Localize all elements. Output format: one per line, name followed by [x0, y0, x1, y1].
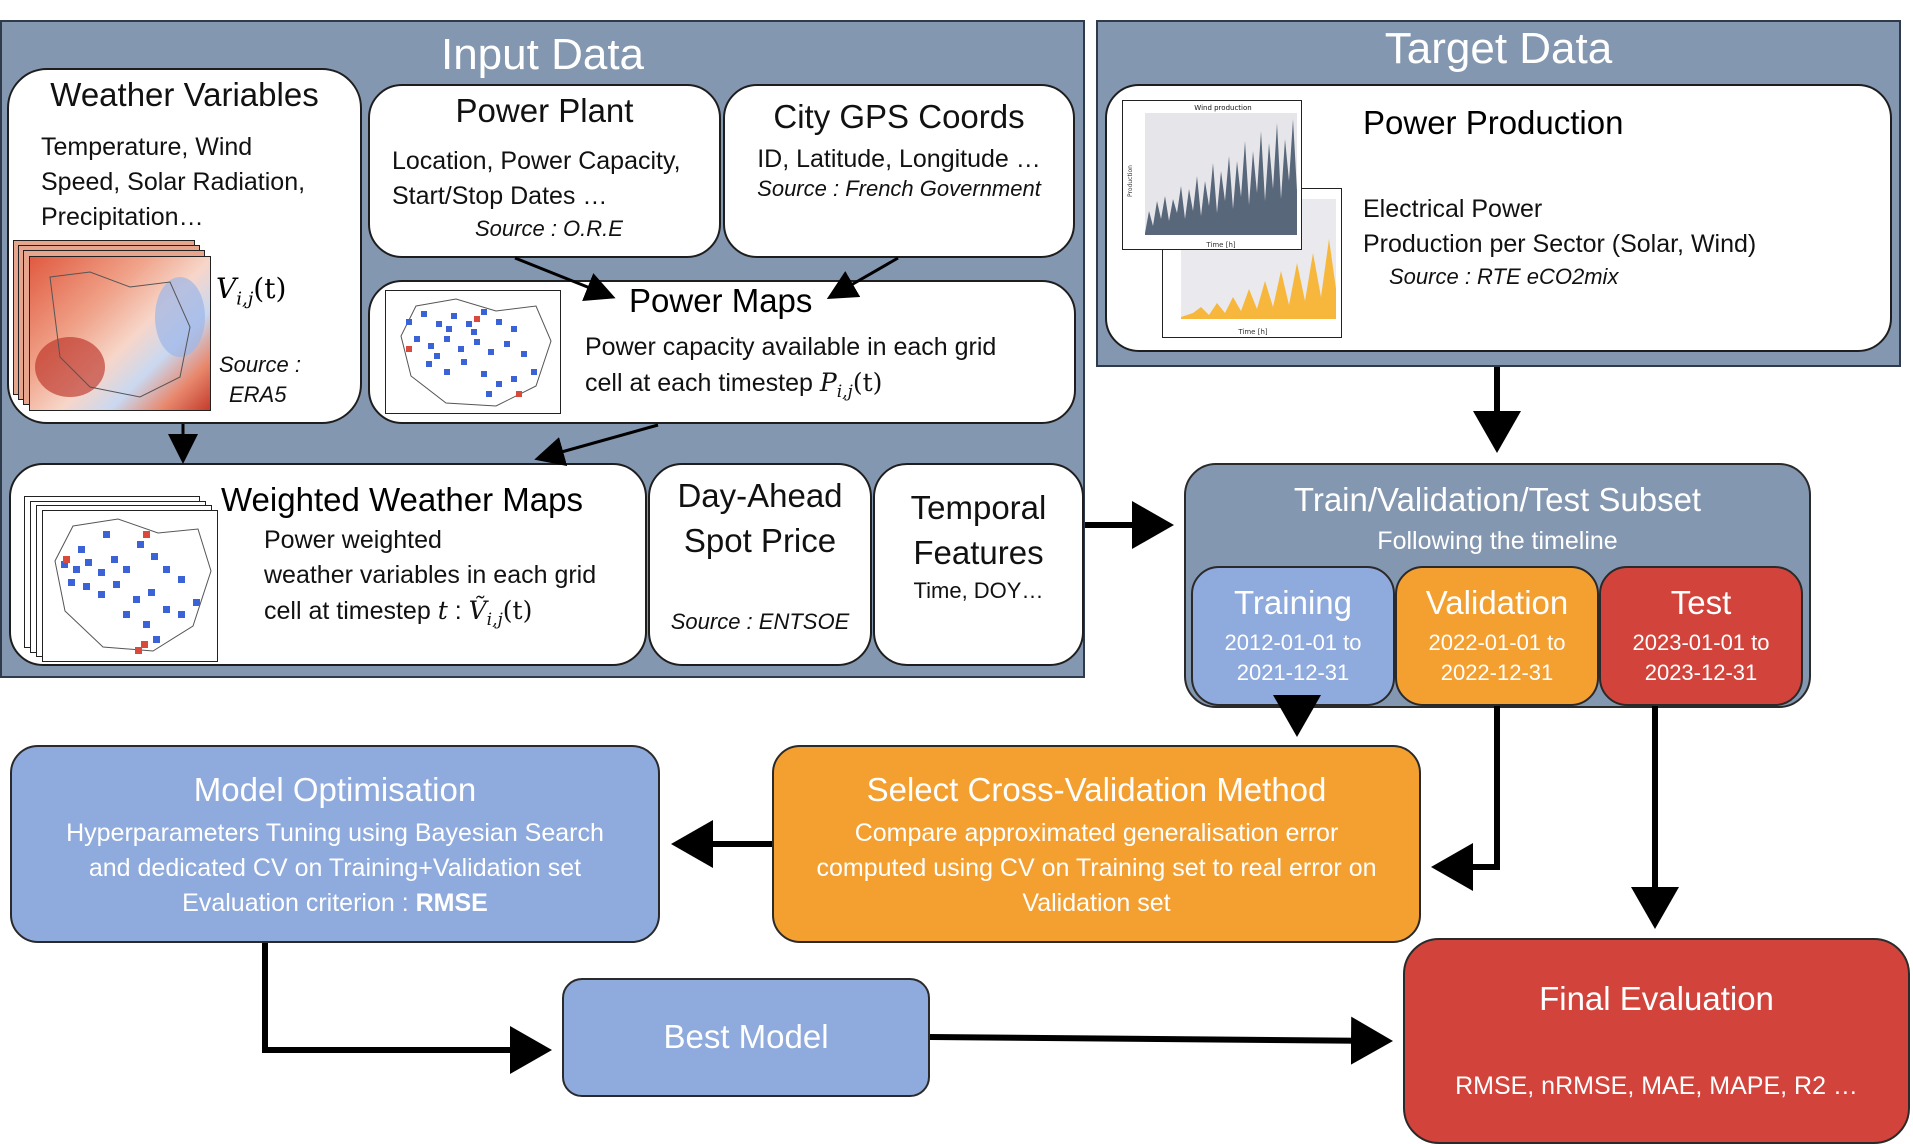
temporal-title: Temporal Features [910, 489, 1047, 571]
arrow-model-opt-to-best [262, 943, 552, 1074]
svg-text:Time [h]: Time [h] [1237, 328, 1268, 336]
power-plant-source: Source : O.R.E [475, 216, 623, 241]
day-ahead-source: Source : ENTSOE [670, 609, 850, 634]
model-optimisation-line2: and dedicated CV on Training+Validation … [88, 854, 582, 882]
subset-title: Train/Validation/Test Subset [1293, 481, 1702, 518]
final-evaluation-metrics: RMSE, nRMSE, MAE, MAPE, R2 … [1455, 1072, 1858, 1100]
cv-method-box: Select Cross-Validation Method Compare a… [772, 745, 1421, 943]
svg-text:Production: Production [1127, 165, 1134, 197]
power-maps-desc: Power capacity available in each grid ce… [585, 333, 997, 402]
wind-production-chart: Wind production Time [h] Production [1122, 100, 1302, 250]
power-plant-title: Power Plant [455, 92, 634, 129]
arrow-best-to-final [929, 1016, 1393, 1065]
test-box: Test 2023-01-01 to 2023-12-31 [1599, 566, 1803, 706]
temporal-desc: Time, DOY… [913, 578, 1044, 603]
validation-from: 2022-01-01 to [1428, 630, 1566, 655]
weighted-maps-desc: Power weighted weather variables in each… [264, 526, 597, 630]
training-from: 2012-01-01 to [1224, 630, 1362, 655]
model-optimisation-title: Model Optimisation [193, 771, 477, 808]
weighted-maps-image-stack [24, 496, 220, 662]
power-production-desc: Electrical Power Production per Sector (… [1363, 195, 1757, 258]
power-plant-desc: Location, Power Capacity, Start/Stop Dat… [392, 147, 681, 210]
subset-subtitle: Following the timeline [1377, 527, 1618, 555]
cv-method-line1: Compare approximated generalisation erro… [854, 819, 1339, 847]
test-from: 2023-01-01 to [1632, 630, 1770, 655]
model-optimisation-criterion: Evaluation criterion : RMSE [182, 889, 488, 917]
model-optimisation-line1: Hyperparameters Tuning using Bayesian Se… [66, 819, 604, 847]
power-map-graphic [400, 298, 552, 407]
power-maps-title: Power Maps [629, 282, 813, 319]
weather-variables-desc: Temperature, Wind Speed, Solar Radiation… [41, 133, 306, 231]
city-gps-desc: ID, Latitude, Longitude … [757, 145, 1041, 173]
test-to: 2023-12-31 [1644, 660, 1758, 685]
city-gps-title: City GPS Coords [773, 98, 1025, 135]
best-model-title: Best Model [663, 1018, 829, 1055]
model-optimisation-box: Model Optimisation Hyperparameters Tunin… [10, 745, 660, 943]
power-production-source: Source : RTE eCO2mix [1389, 264, 1619, 289]
city-gps-box: City GPS Coords ID, Latitude, Longitude … [723, 84, 1075, 258]
cv-method-line2: computed using CV on Training set to rea… [816, 854, 1377, 882]
temporal-box: Temporal Features Time, DOY… [873, 463, 1084, 666]
cv-method-title: Select Cross-Validation Method [866, 771, 1327, 808]
weather-source-label: Source : [219, 352, 301, 377]
svg-text:Wind production: Wind production [1194, 104, 1251, 112]
best-model-box: Best Model [562, 978, 930, 1097]
weather-heatmap [29, 256, 211, 411]
day-ahead-box: Day-Ahead Spot Price Source : ENTSOE [648, 463, 872, 666]
input-data-title: Input Data [440, 30, 645, 79]
training-label: Training [1234, 584, 1352, 621]
validation-to: 2022-12-31 [1440, 660, 1554, 685]
day-ahead-title: Day-Ahead Spot Price [677, 477, 843, 559]
final-evaluation-title: Final Evaluation [1539, 980, 1774, 1017]
city-gps-source: Source : French Government [757, 176, 1041, 201]
power-production-title: Power Production [1363, 104, 1624, 141]
test-label: Test [1670, 584, 1732, 621]
training-box: Training 2012-01-01 to 2021-12-31 [1191, 566, 1395, 706]
wind-production-graphic: Wind production Time [h] Production [1127, 104, 1297, 249]
weather-heatmap-stack [13, 240, 211, 411]
weighted-map-image [42, 510, 218, 662]
validation-box: Validation 2022-01-01 to 2022-12-31 [1395, 566, 1599, 706]
weather-variables-title: Weather Variables [50, 76, 319, 113]
power-plant-box: Power Plant Location, Power Capacity, St… [368, 84, 721, 258]
weighted-map-graphic [54, 518, 212, 654]
weather-heatmap-overlay [35, 271, 205, 398]
arrow-validation-to-cv [1431, 706, 1500, 891]
weather-source-value: ERA5 [229, 382, 287, 407]
final-evaluation-box: Final Evaluation RMSE, nRMSE, MAE, MAPE,… [1403, 938, 1910, 1144]
weighted-maps-title: Weighted Weather Maps [221, 481, 583, 518]
weather-formula: Vi,j(t) [216, 272, 287, 310]
target-data-title: Target Data [1384, 24, 1613, 73]
validation-label: Validation [1425, 584, 1569, 621]
svg-text:Time [h]: Time [h] [1205, 241, 1236, 249]
cv-method-line3: Validation set [1022, 889, 1171, 917]
training-to: 2021-12-31 [1236, 660, 1350, 685]
power-map-image [385, 290, 561, 414]
